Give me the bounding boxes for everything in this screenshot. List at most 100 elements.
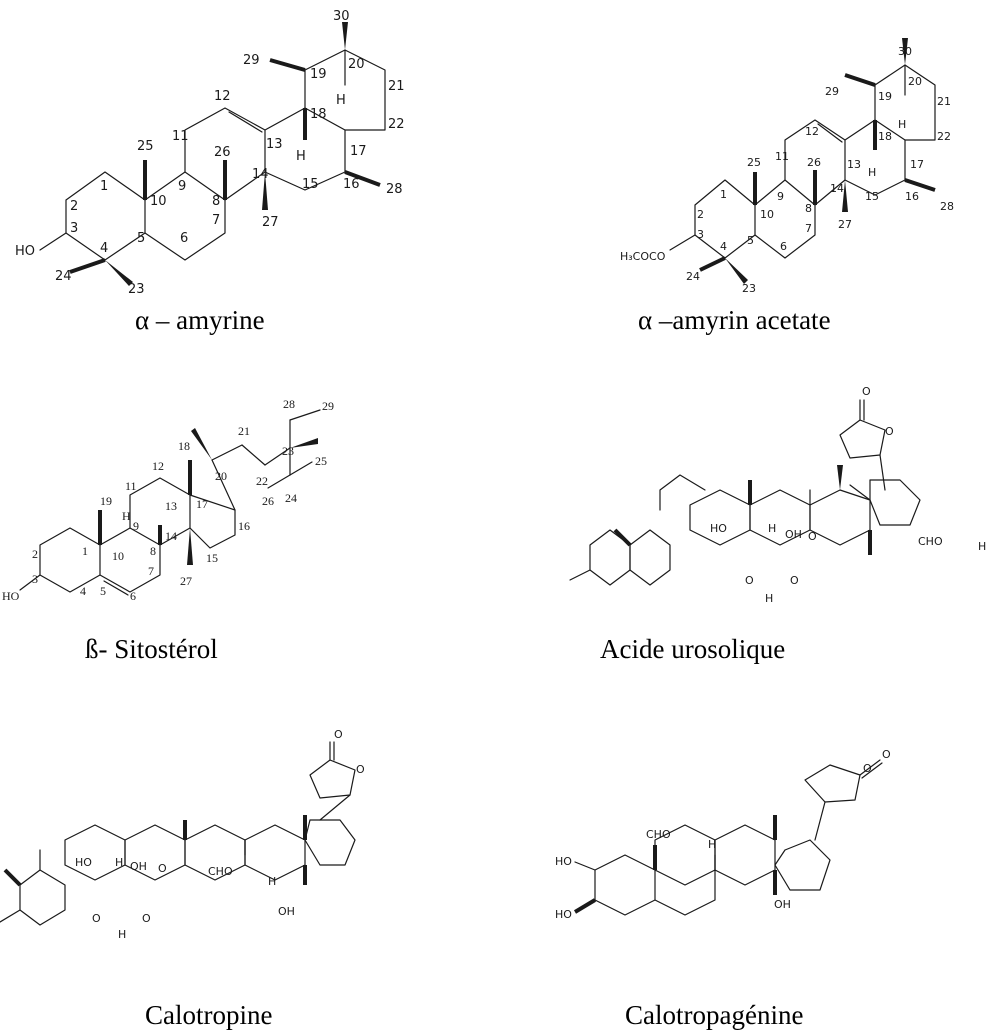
atom-label: 4 [720, 240, 727, 253]
atom-label: H [765, 592, 773, 605]
atom-label: 3 [70, 221, 78, 236]
atom-label: HO [710, 522, 727, 535]
atom-label: H₃COCO [620, 250, 666, 263]
atom-label: HO [555, 908, 572, 921]
atom-label: 10 [760, 208, 774, 221]
atom-label: H [978, 540, 986, 553]
atom-label: 8 [150, 544, 156, 558]
atom-label: 21 [937, 95, 951, 108]
atom-label: 1 [720, 188, 727, 201]
atom-label: 18 [878, 130, 892, 143]
atom-label: 14 [252, 167, 269, 182]
atom-label: 2 [70, 199, 78, 214]
calotropine-structure: O O HO H OH O CHO H OH O O H [0, 728, 365, 941]
atom-label: 18 [178, 439, 190, 453]
atom-label: 27 [180, 574, 192, 588]
atom-label: 27 [838, 218, 852, 231]
atom-label: 10 [112, 549, 124, 563]
atom-label: 15 [302, 177, 319, 192]
atom-label: 25 [747, 156, 761, 169]
atom-label: 23 [742, 282, 756, 295]
molecule-alpha-amyrine: HO 1 2 3 4 5 6 7 8 9 10 11 12 13 14 15 1… [0, 0, 460, 345]
atom-label: 26 [262, 494, 274, 508]
atom-label: H [268, 875, 276, 888]
atom-label: O [142, 912, 151, 925]
atom-label: 21 [388, 79, 405, 94]
atom-label: 5 [100, 584, 106, 598]
molecule-calotropine: O O HO H OH O CHO H OH O O H Calotropine [0, 680, 460, 1030]
atom-label: H [115, 856, 123, 869]
atom-label: HO [15, 244, 35, 259]
atom-label: O [882, 748, 891, 761]
atom-label: 24 [285, 491, 297, 505]
atom-label: 24 [686, 270, 700, 283]
molecule-calotropagenine: O O CHO H HO HO OH Calotropagénine [555, 680, 987, 1030]
atom-label: 8 [805, 202, 812, 215]
atom-label: O [885, 425, 894, 438]
atom-label: O [808, 530, 817, 543]
atom-label: OH [278, 905, 295, 918]
acide-urosolique-structure: O O HO H OH O CHO H OH O O H [569, 385, 986, 605]
atom-label: 4 [80, 584, 86, 598]
atom-label: 29 [243, 53, 260, 68]
atom-label: 22 [388, 117, 405, 132]
atom-label: 22 [937, 130, 951, 143]
atom-label: 28 [940, 200, 954, 213]
atom-label: 19 [878, 90, 892, 103]
atom-label: OH [785, 528, 802, 541]
molecule-name: Calotropine [145, 1000, 273, 1030]
atom-label: 3 [32, 572, 38, 586]
atom-label: O [356, 763, 365, 776]
atom-label: H [768, 522, 776, 535]
atom-label: 7 [805, 222, 812, 235]
calotropagenine-structure: O O CHO H HO HO OH [555, 748, 891, 921]
atom-label: 13 [165, 499, 177, 513]
atom-label: 28 [386, 182, 403, 197]
atom-label: 16 [343, 177, 360, 192]
molecule-name: α –amyrin acetate [638, 305, 831, 335]
atom-label: O [863, 762, 872, 775]
alpha-amyrine-structure: HO 1 2 3 4 5 6 7 8 9 10 11 12 13 14 15 1… [15, 9, 405, 297]
atom-label: 17 [350, 144, 367, 159]
atom-label: H [118, 928, 126, 941]
atom-label: 7 [212, 213, 220, 228]
atom-label: 23 [282, 444, 294, 458]
atom-label: O [334, 728, 343, 741]
atom-label: 8 [212, 194, 220, 209]
atom-label: 3 [697, 228, 704, 241]
atom-label: 30 [333, 9, 350, 24]
atom-label: 14 [165, 529, 177, 543]
atom-label: 11 [125, 479, 137, 493]
molecule-name: α – amyrine [135, 305, 265, 335]
atom-label: 5 [137, 231, 145, 246]
atom-label: 29 [825, 85, 839, 98]
beta-sitosterol-structure: HO 1 2 3 4 5 6 7 8 9 10 11 12 13 14 15 1… [2, 397, 334, 603]
atom-label: O [790, 574, 799, 587]
atom-label: 19 [310, 67, 327, 82]
atom-label: 22 [256, 474, 268, 488]
atom-label: 9 [178, 179, 186, 194]
atom-label: 20 [908, 75, 922, 88]
atom-label: 11 [172, 129, 189, 144]
atom-label: H [898, 118, 906, 131]
molecule-name: Calotropagénine [625, 1000, 804, 1030]
molecule-alpha-amyrin-acetate: H₃COCO 1 2 3 4 5 6 7 8 9 10 11 12 13 14 … [560, 0, 987, 345]
alpha-amyrin-acetate-structure: H₃COCO 1 2 3 4 5 6 7 8 9 10 11 12 13 14 … [620, 38, 954, 295]
atom-label: 21 [238, 424, 250, 438]
atom-label: 15 [206, 551, 218, 565]
atom-label: 7 [148, 564, 154, 578]
atom-label: 6 [130, 589, 136, 603]
atom-label: CHO [646, 828, 671, 841]
atom-label: 13 [847, 158, 861, 171]
atom-label: 16 [905, 190, 919, 203]
molecule-beta-sitosterol: HO 1 2 3 4 5 6 7 8 9 10 11 12 13 14 15 1… [0, 370, 460, 670]
atom-label: 4 [100, 241, 108, 256]
atom-label: 12 [152, 459, 164, 473]
atom-label: 2 [32, 547, 38, 561]
atom-label: HO [555, 855, 572, 868]
atom-label: H [708, 838, 716, 851]
atom-label: 15 [865, 190, 879, 203]
atom-label: 6 [780, 240, 787, 253]
atom-label: 17 [910, 158, 924, 171]
atom-label: O [745, 574, 754, 587]
